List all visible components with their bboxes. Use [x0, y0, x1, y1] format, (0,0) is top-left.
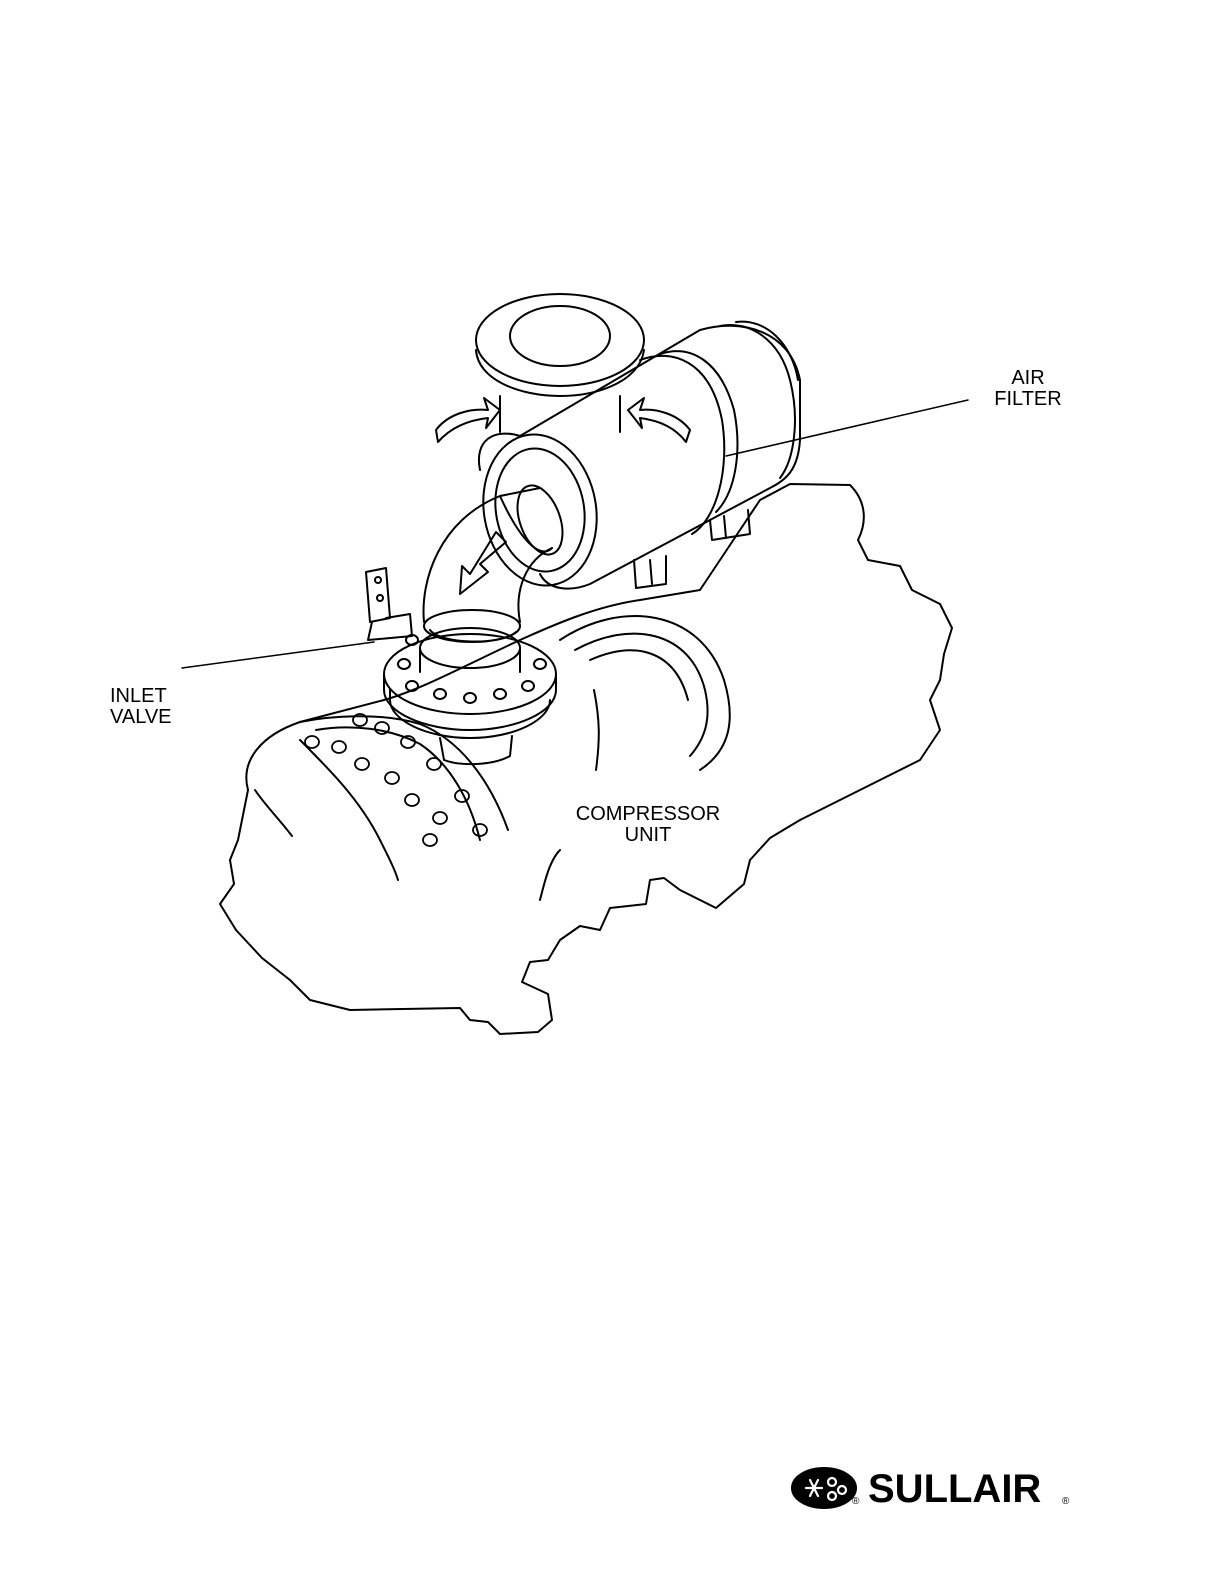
inlet-valve-label-line1: INLET	[110, 686, 172, 707]
registered-mark-icon: ®	[1062, 1496, 1069, 1507]
registered-mark-icon: ®	[852, 1496, 859, 1507]
air-filter-label: AIR FILTER	[990, 368, 1066, 410]
brand-logo: ® SULLAIR ®	[790, 1464, 1070, 1514]
airflow-arrow-elbow	[460, 532, 506, 594]
leader-lines	[182, 400, 968, 668]
compressor-unit-body	[220, 484, 952, 1034]
airflow-arrow-left	[436, 398, 500, 442]
inlet-valve-label: INLET VALVE	[110, 686, 172, 728]
leader-inlet-valve	[182, 642, 374, 668]
compressor-unit-label: COMPRESSOR UNIT	[568, 804, 728, 846]
brand-wordmark: SULLAIR	[868, 1466, 1041, 1512]
inlet-valve-label-line2: VALVE	[110, 707, 172, 728]
air-filter-label-line1: AIR	[990, 368, 1066, 389]
airflow-arrow-right	[628, 398, 690, 442]
inlet-elbow-pipe	[424, 479, 572, 642]
air-filter-label-line2: FILTER	[990, 389, 1066, 410]
compressor-unit-label-line2: UNIT	[568, 825, 728, 846]
leader-air-filter	[726, 400, 968, 456]
compressor-unit-label-line1: COMPRESSOR	[568, 804, 728, 825]
